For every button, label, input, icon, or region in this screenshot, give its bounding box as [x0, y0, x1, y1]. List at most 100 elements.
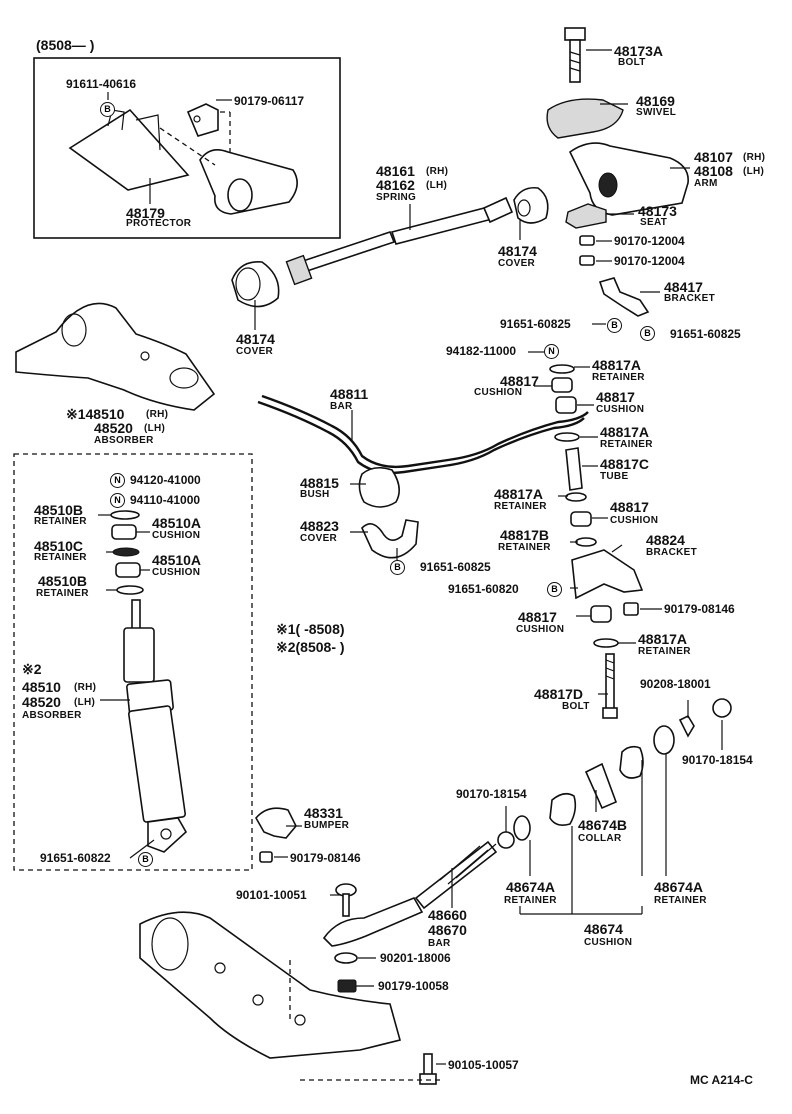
cover-left-pn: 48174 [236, 331, 275, 347]
bolt-90105-label: 90105-10057 [448, 1058, 519, 1072]
stab-cover-shape [361, 519, 419, 559]
cushion-674-left [549, 792, 577, 826]
cover-bolt-label: 91651-60825 [420, 560, 491, 574]
absorber-header-pn-rh: ※148510 [66, 406, 125, 422]
leader-lines [98, 49, 723, 1065]
cushion-3 [570, 511, 592, 527]
abs-retainer-b2-name: RETAINER [36, 588, 89, 599]
washer-90208-label: 90208-18001 [640, 677, 711, 691]
cover-left-shape [231, 261, 280, 308]
arm-pn-rh: 48107 [694, 149, 733, 165]
collar-shape [584, 762, 618, 810]
cushion-3-name: CUSHION [610, 515, 659, 526]
retainer-b-name: RETAINER [498, 542, 551, 553]
abs-retainer-c [112, 547, 140, 557]
abs-retainer-b1-pn: 48510B [34, 502, 84, 518]
stabilizer-bar-shape [257, 400, 585, 475]
note-1: ※1( -8508) [276, 621, 345, 637]
absorber-header-pn-lh: 48520 [94, 420, 133, 436]
swivel-shape [546, 98, 624, 139]
footer-code: MC A214-C [690, 1073, 753, 1087]
arm-pn-lh: 48108 [694, 163, 733, 179]
seat-pn: 48173 [638, 203, 677, 219]
absorber-header-name: ABSORBER [94, 435, 154, 446]
retainer-left-name: RETAINER [504, 895, 557, 906]
abs-cushion-1-name: CUSHION [152, 530, 201, 541]
spring-lh: (LH) [426, 180, 448, 191]
bush-shape [358, 466, 400, 508]
protector-plate [68, 108, 190, 191]
bolt-b-label: 91651-60825 [670, 327, 741, 341]
retainer-a2-pn: 48817A [600, 424, 650, 440]
bracket-bolt-label: 91651-60820 [448, 582, 519, 596]
stab-nut-2-label: 90179-08146 [664, 602, 735, 616]
bracket-48417-name: BRACKET [664, 293, 715, 304]
bumper-pn: 48331 [304, 805, 343, 821]
nut-90170-right [712, 698, 732, 718]
nut-90170-b [579, 255, 595, 266]
nut-90170-left [497, 831, 515, 849]
bolt-90101-label: 90101-10051 [236, 888, 307, 902]
strut-bar-name: BAR [428, 938, 451, 949]
spring-name: SPRING [376, 192, 417, 203]
n-marker: N [110, 493, 125, 508]
frame-bracket [15, 302, 216, 411]
retainer-a3 [565, 492, 587, 502]
link-bracket-name: BRACKET [646, 547, 697, 558]
n-marker: N [544, 344, 559, 359]
abs-retainer-b1-name: RETAINER [34, 516, 87, 527]
absorber-pn-lh: 48520 [22, 694, 61, 710]
tube-pn: 48817C [600, 456, 650, 472]
retainer-a2 [554, 432, 580, 442]
bolt-48173a-pn: 48173A [614, 43, 664, 59]
abs-nut-1-label: 94120-41000 [130, 473, 201, 487]
cover-right-shape [513, 186, 549, 224]
absorber-pn-rh: 48510 [22, 679, 61, 695]
stab-nut-label: 94182-11000 [446, 344, 517, 358]
abs-retainer-b2-pn: 48510B [38, 573, 88, 589]
cover-right-pn: 48174 [498, 243, 537, 259]
lower-cushion-pn: 48674 [584, 921, 623, 937]
retainer-674a-left [513, 815, 531, 841]
inset-box [33, 57, 341, 239]
bumper-name: BUMPER [304, 820, 350, 831]
note-2: ※2(8508- ) [276, 639, 345, 655]
retainer-a1-pn: 48817A [592, 357, 642, 373]
inset-nut-label: 90179-06117 [234, 94, 305, 108]
retainer-a3-pn: 48817A [494, 486, 544, 502]
cushion-4 [590, 605, 612, 623]
tube-shape [565, 447, 583, 491]
abs-cushion-1 [111, 524, 137, 540]
cushion-4-name: CUSHION [516, 624, 565, 635]
bumper-nut-label: 90179-08146 [290, 851, 361, 865]
bolt-a-label: 91651-60825 [500, 317, 571, 331]
absorber-box [13, 453, 253, 871]
washer-90201-label: 90201-18006 [380, 951, 451, 965]
abs-cushion-2-pn: 48510A [152, 552, 202, 568]
inset-bolt-label: 91611-40616 [66, 77, 137, 91]
nut-2-label: 90170-12004 [614, 254, 685, 268]
arm-lh: (LH) [743, 166, 765, 177]
retainer-a1 [549, 364, 575, 374]
arm-rh: (RH) [743, 152, 766, 163]
inset-arm [159, 127, 298, 215]
b-marker: B [640, 326, 655, 341]
bolt-90101-shape [335, 883, 357, 917]
b-marker: B [100, 102, 115, 117]
retainer-a4-pn: 48817A [638, 631, 688, 647]
retainer-a4-name: RETAINER [638, 646, 691, 657]
nut-left-label: 90170-18154 [456, 787, 527, 801]
absorber-header-rh: (RH) [146, 409, 169, 420]
abs-cushion-2-name: CUSHION [152, 567, 201, 578]
stab-cover-name: COVER [300, 533, 338, 544]
bolt-48817d-pn: 48817D [534, 686, 584, 702]
cushion-674-right [619, 745, 644, 779]
spring-pn-lh: 48162 [376, 177, 415, 193]
b-marker: B [138, 852, 153, 867]
abs-cushion-1-pn: 48510A [152, 515, 202, 531]
inset-header: (8508— ) [36, 37, 95, 53]
strut-bar-pn-lh: 48670 [428, 922, 467, 938]
lower-frame [139, 911, 401, 1059]
retainer-b [575, 537, 597, 547]
